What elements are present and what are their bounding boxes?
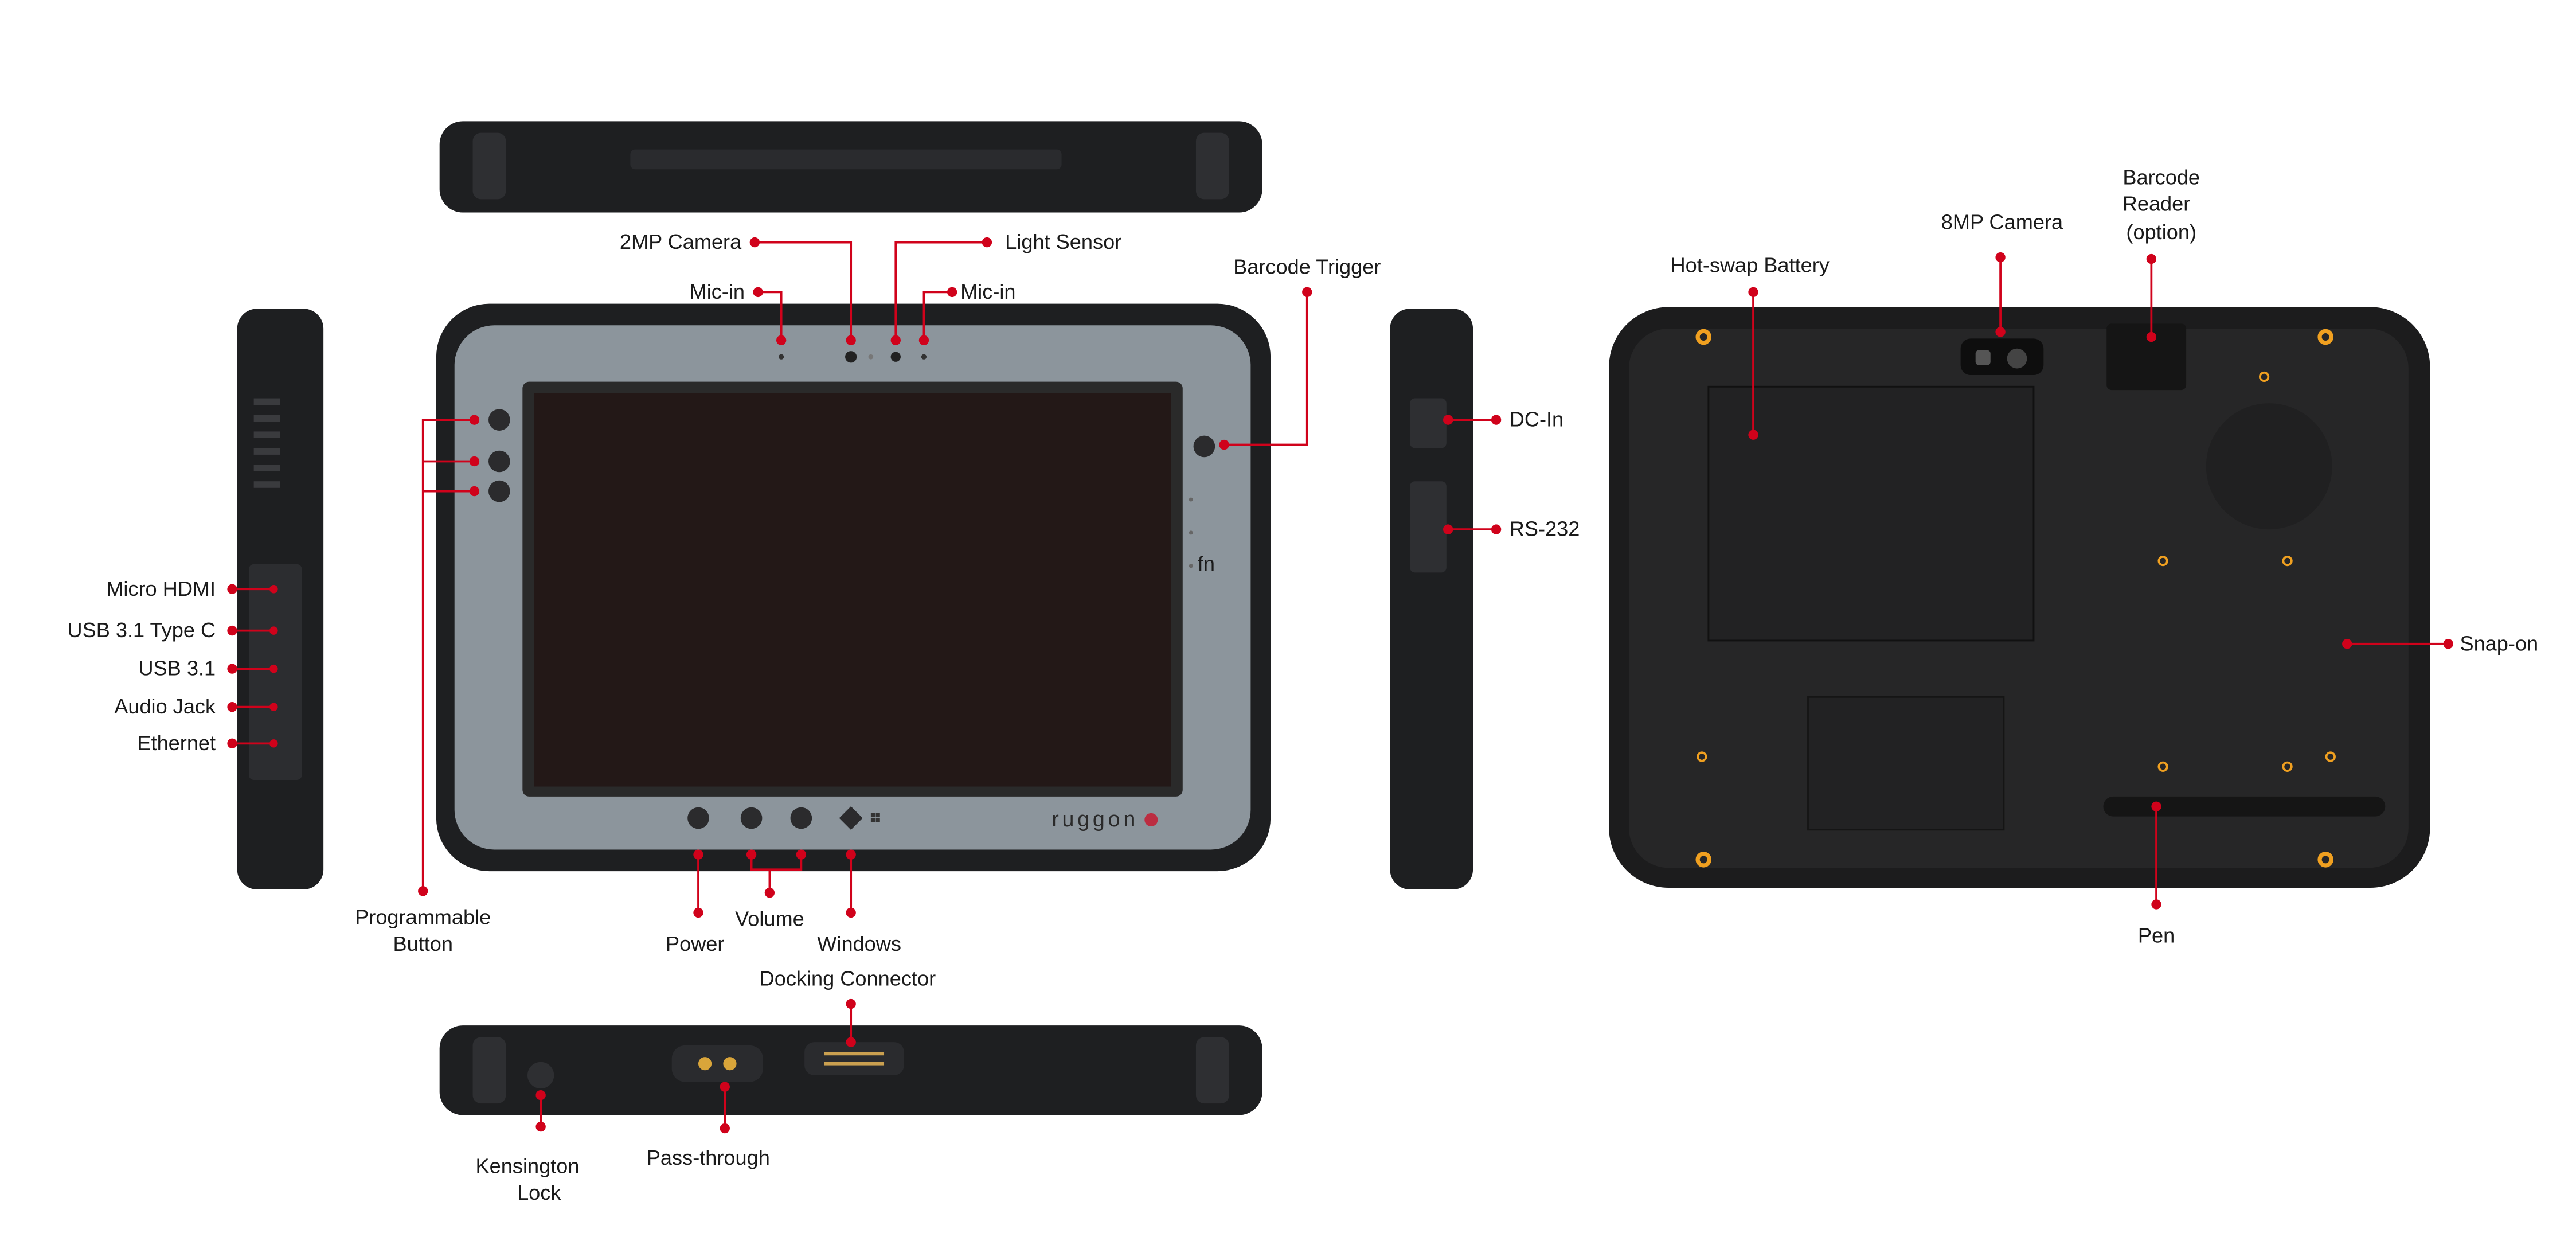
label-dc-in: DC-In (1510, 408, 1563, 431)
label-barcode-reader-2: Reader (2122, 192, 2191, 216)
label-power: Power (666, 932, 724, 955)
label-micro-hdmi: Micro HDMI (106, 577, 216, 600)
label-8mp-camera: 8MP Camera (1941, 210, 2063, 233)
programmable-button-1[interactable] (488, 409, 510, 431)
tablet-back-view (1609, 307, 2430, 888)
label-light-sensor: Light Sensor (1005, 230, 1121, 253)
label-mic-in-left: Mic-in (690, 280, 745, 303)
label-rs232: RS-232 (1510, 517, 1580, 541)
programmable-button-3[interactable] (488, 480, 510, 502)
mic-left (779, 354, 784, 360)
tablet-right-side-view (1390, 309, 1473, 889)
label-pen: Pen (2138, 923, 2175, 947)
mic-right (921, 354, 927, 360)
windows-icon (870, 813, 880, 822)
pen (2103, 796, 2386, 817)
label-barcode-reader-1: Barcode (2122, 165, 2200, 189)
label-usb-type-c: USB 3.1 Type C (68, 618, 216, 642)
barcode-reader (2106, 323, 2187, 391)
tablet-top-view (439, 121, 1262, 213)
svg-text:ruggon: ruggon (1051, 807, 1139, 831)
label-audio-jack: Audio Jack (114, 694, 216, 718)
volume-up-button[interactable] (790, 807, 812, 829)
label-mic-in-right: Mic-in (960, 280, 1015, 303)
windows-button[interactable] (839, 806, 863, 830)
label-docking-connector: Docking Connector (760, 967, 936, 990)
kensington-slot (527, 1062, 554, 1089)
tablet-left-side-view (237, 309, 324, 889)
label-hot-swap-battery: Hot-swap Battery (1671, 253, 1830, 277)
label-windows: Windows (817, 932, 901, 955)
ruggon-logo: ruggon (1051, 807, 1158, 831)
barcode-trigger-button[interactable] (1193, 435, 1215, 458)
label-pass-through: Pass-through (647, 1146, 770, 1169)
label-barcode-reader-3: (option) (2126, 220, 2196, 244)
label-volume: Volume (735, 907, 804, 931)
label-usb-3-1: USB 3.1 (138, 657, 216, 680)
label-programmable-button-2: Button (393, 932, 453, 955)
light-sensor (890, 352, 901, 362)
hot-swap-battery (1707, 385, 2035, 642)
label-ethernet: Ethernet (137, 731, 216, 755)
callout-labels: 2MP Camera Light Sensor Mic-in Mic-in Ba… (68, 165, 2539, 1204)
power-button[interactable] (687, 807, 709, 829)
label-kensington-2: Lock (517, 1181, 561, 1204)
callout-lines (227, 237, 2453, 1134)
screen (534, 393, 1171, 787)
volume-down-button[interactable] (740, 807, 763, 829)
rear-camera (1960, 338, 2044, 376)
label-programmable-button-1: Programmable (355, 906, 491, 929)
front-camera (845, 351, 857, 363)
led-fn-label: fn (1198, 552, 1215, 575)
label-snap-on: Snap-on (2460, 631, 2538, 655)
label-kensington-1: Kensington (476, 1154, 580, 1178)
label-2mp-camera: 2MP Camera (620, 230, 742, 253)
label-barcode-trigger: Barcode Trigger (1233, 255, 1381, 279)
programmable-button-2[interactable] (488, 450, 510, 473)
tablet-bottom-view (439, 1025, 1262, 1115)
tablet-front-view: fn ruggon (436, 303, 1271, 872)
